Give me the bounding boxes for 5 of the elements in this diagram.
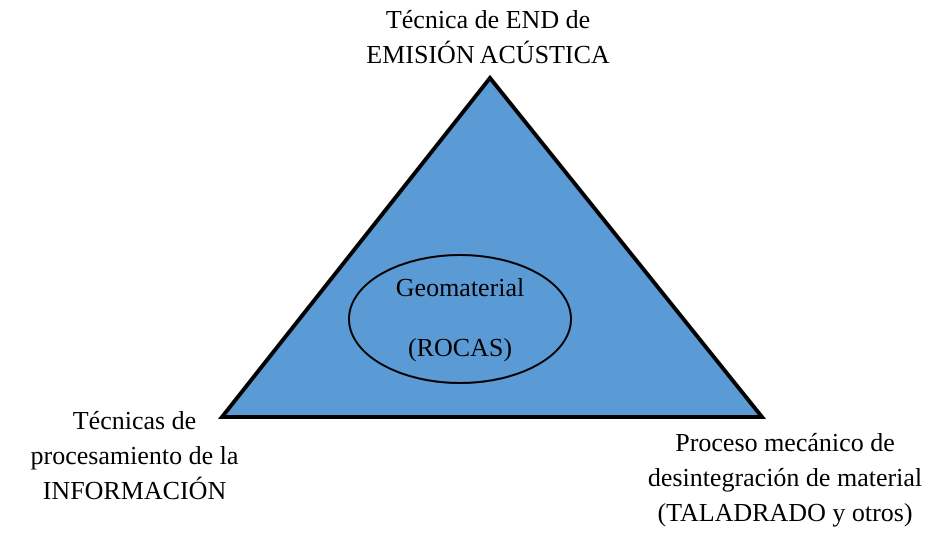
node-subtitle: (ROCAS) <box>406 332 513 364</box>
vertex-label: Técnica de END de EMISIÓN ACÚSTICA <box>365 4 611 71</box>
vertex-label: Técnicas de procesamiento de la INFORMACIÓN <box>30 405 240 507</box>
vertex-label: Proceso mecánico de desintegración de material (TALADRADO y otros) <box>646 427 924 529</box>
node-title: Geomaterial <box>394 272 526 304</box>
